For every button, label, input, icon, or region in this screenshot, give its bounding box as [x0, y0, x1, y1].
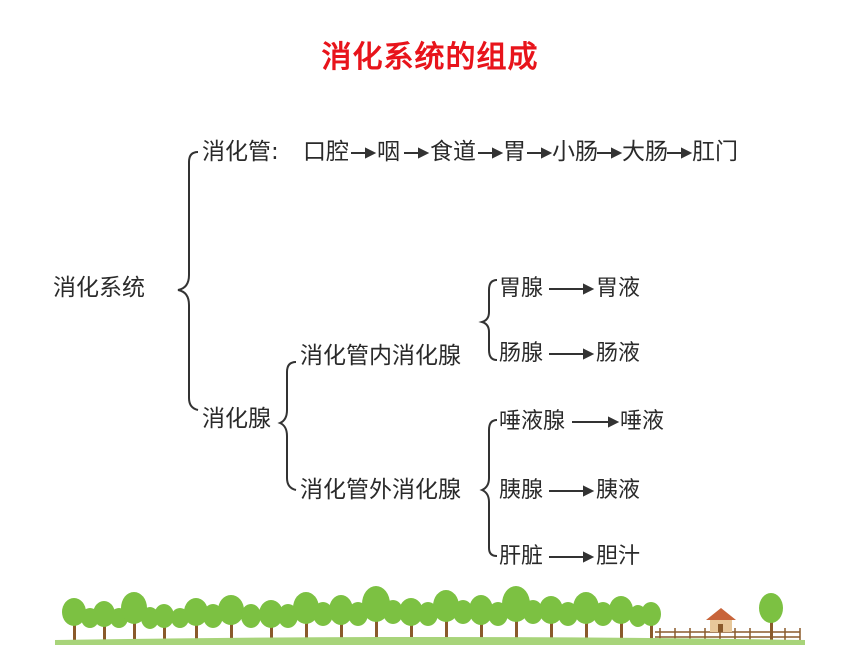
- fluid-name: 肠液: [596, 341, 641, 366]
- ground: [55, 637, 805, 645]
- tract-arrows: [351, 147, 693, 159]
- glands-label: 消化腺: [202, 406, 271, 432]
- tract-organ: 食道: [430, 139, 476, 165]
- tract-organ: 咽: [377, 139, 400, 165]
- fluid-name: 胰液: [596, 478, 641, 503]
- outer-brace: [479, 419, 498, 557]
- tract-organ: 胃: [503, 139, 526, 165]
- root-label: 消化系统: [53, 275, 145, 301]
- inner-brace: [478, 279, 498, 361]
- outer-glands-label: 消化管外消化腺: [300, 477, 461, 503]
- fluid-name: 唾液: [620, 409, 665, 434]
- fluid-name: 胃液: [596, 276, 641, 301]
- tract-label: 消化管:: [202, 139, 279, 165]
- gland-name: 肠腺: [499, 341, 544, 366]
- gland-name: 肝脏: [499, 544, 544, 569]
- gland-brace: [277, 361, 297, 491]
- fluid-name: 胆汁: [596, 544, 641, 569]
- tract-organ: 口腔: [303, 139, 349, 165]
- tract-organ: 小肠: [552, 139, 598, 165]
- main-brace: [177, 151, 199, 411]
- house-icon: [706, 608, 736, 632]
- tree-border-illustration: [55, 586, 805, 645]
- gland-arrows: [549, 283, 620, 563]
- trees: [62, 586, 783, 640]
- tract-organ: 大肠: [622, 139, 668, 165]
- tract-organ: 肛门: [692, 139, 738, 165]
- gland-name: 唾液腺: [499, 409, 566, 434]
- gland-name: 胃腺: [499, 276, 544, 301]
- gland-name: 胰腺: [499, 478, 544, 503]
- page-title: 消化系统的组成: [321, 40, 539, 75]
- inner-glands-label: 消化管内消化腺: [300, 343, 461, 369]
